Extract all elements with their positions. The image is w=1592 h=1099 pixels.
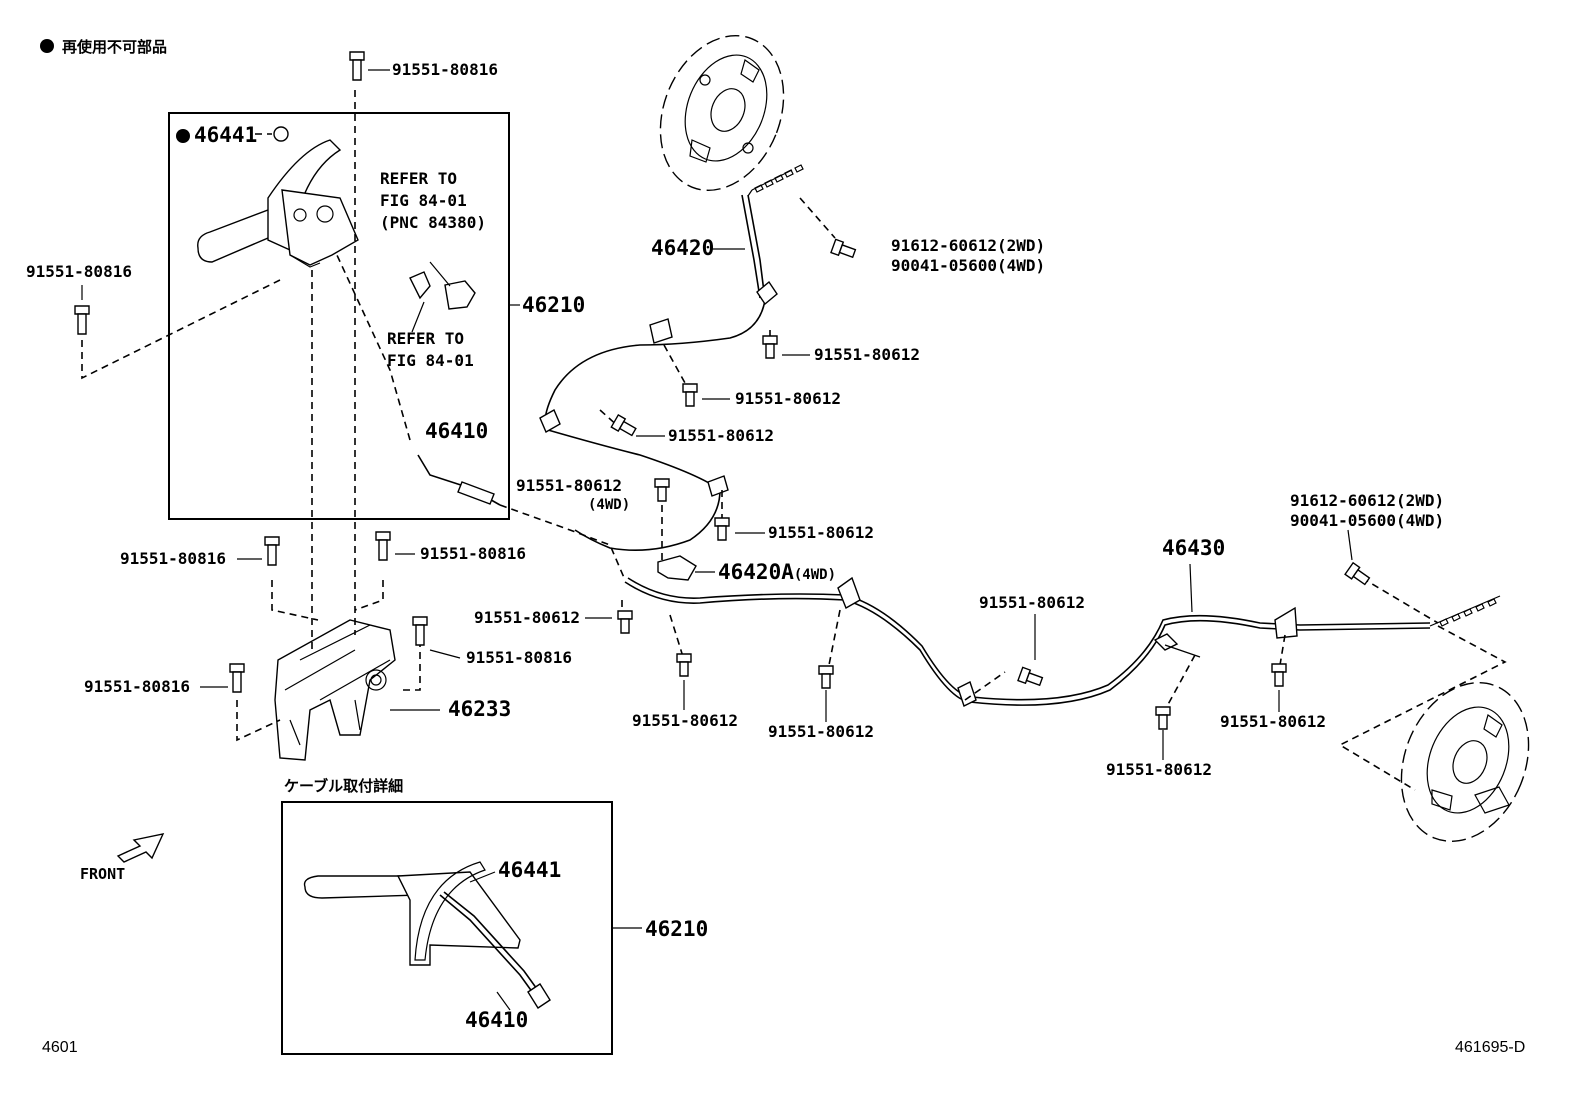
detail-drawing — [303, 861, 551, 1011]
part-label-46441: 46441 — [176, 125, 257, 146]
cable-46410 — [329, 239, 626, 581]
bolt-label-612-i: 91551-80612 — [979, 593, 1085, 612]
nut-label-rear-4wd: 90041-05600(4WD) — [891, 256, 1046, 275]
bolt-label-612-f: 91551-80612 — [474, 608, 580, 627]
bolt-label-bracket-lowleft: 91551-80816 — [84, 677, 190, 696]
bolt-label-bracket-left: 91551-80816 — [120, 549, 226, 568]
bolts — [74, 51, 1371, 730]
legend: 再使用不可部品 — [40, 39, 167, 55]
clamp-46420A — [657, 555, 697, 581]
page-ref: 4601 — [42, 1039, 78, 1056]
part-label-46430: 46430 — [1162, 536, 1226, 560]
part-label-46420: 46420 — [651, 236, 715, 260]
leader-lines — [81, 69, 1353, 760]
detail-label-46210: 46210 — [645, 917, 709, 941]
bolt-label-left: 91551-80816 — [26, 262, 132, 281]
bolt-label-612-c: 91551-80612 — [668, 426, 774, 445]
front-label: FRONT — [80, 865, 126, 883]
detail-title: ケーブル取付詳細 — [284, 777, 404, 795]
bolt-label-612-b: 91551-80612 — [735, 389, 841, 408]
bolt-label-top: 91551-80816 — [392, 60, 498, 79]
bracket-46233 — [274, 619, 396, 761]
lever-assembly-box — [168, 112, 510, 520]
refer-part-84380 — [409, 261, 476, 333]
part-label-46210: 46210 — [522, 293, 586, 317]
nut-label-rear-2wd: 91612-60612(2WD) — [891, 236, 1046, 255]
nut-label-rr-4wd: 90041-05600(4WD) — [1290, 511, 1445, 530]
bolt-label-612-a: 91551-80612 — [814, 345, 920, 364]
legend-text: 再使用不可部品 — [62, 38, 168, 56]
non-reusable-dot-icon — [176, 129, 190, 143]
non-reusable-dot-icon — [40, 39, 54, 53]
part-label-46420A: 46420A(4WD) — [718, 560, 837, 584]
bolt-label-612-e: 91551-80612 — [768, 523, 874, 542]
bolt-label-612-j: 91551-80612 — [1220, 712, 1326, 731]
cable-46420 — [539, 164, 804, 552]
bolt-label-612-g: 91551-80612 — [632, 711, 738, 730]
backing-plate-rear-left — [659, 35, 785, 191]
part-label-46410: 46410 — [425, 419, 489, 443]
detail-label-46441: 46441 — [498, 858, 562, 882]
bolt-note-612-d: (4WD) — [588, 497, 631, 513]
drawing-id: 461695-D — [1455, 1039, 1526, 1056]
bolt-label-612-h: 91551-80612 — [768, 722, 874, 741]
front-arrow-icon — [116, 833, 165, 863]
backing-plate-rear-right — [1400, 682, 1530, 842]
cable-detail-box — [281, 801, 613, 1055]
bolt-label-612-d: 91551-80612 — [516, 476, 622, 495]
parking-brake-lever — [197, 126, 359, 268]
cable-46430 — [624, 576, 1501, 707]
detail-label-46410: 46410 — [465, 1008, 529, 1032]
bolt-label-bracket-mid: 91551-80816 — [466, 648, 572, 667]
bolt-label-612-k: 91551-80612 — [1106, 760, 1212, 779]
refer-note-pnc: REFER TO FIG 84-01 (PNC 84380) — [380, 169, 486, 232]
nut-label-rr-2wd: 91612-60612(2WD) — [1290, 491, 1445, 510]
bolt-label-bracket-right: 91551-80816 — [420, 544, 526, 563]
part-label-46233: 46233 — [448, 697, 512, 721]
refer-note-fig: REFER TO FIG 84-01 — [387, 329, 474, 370]
